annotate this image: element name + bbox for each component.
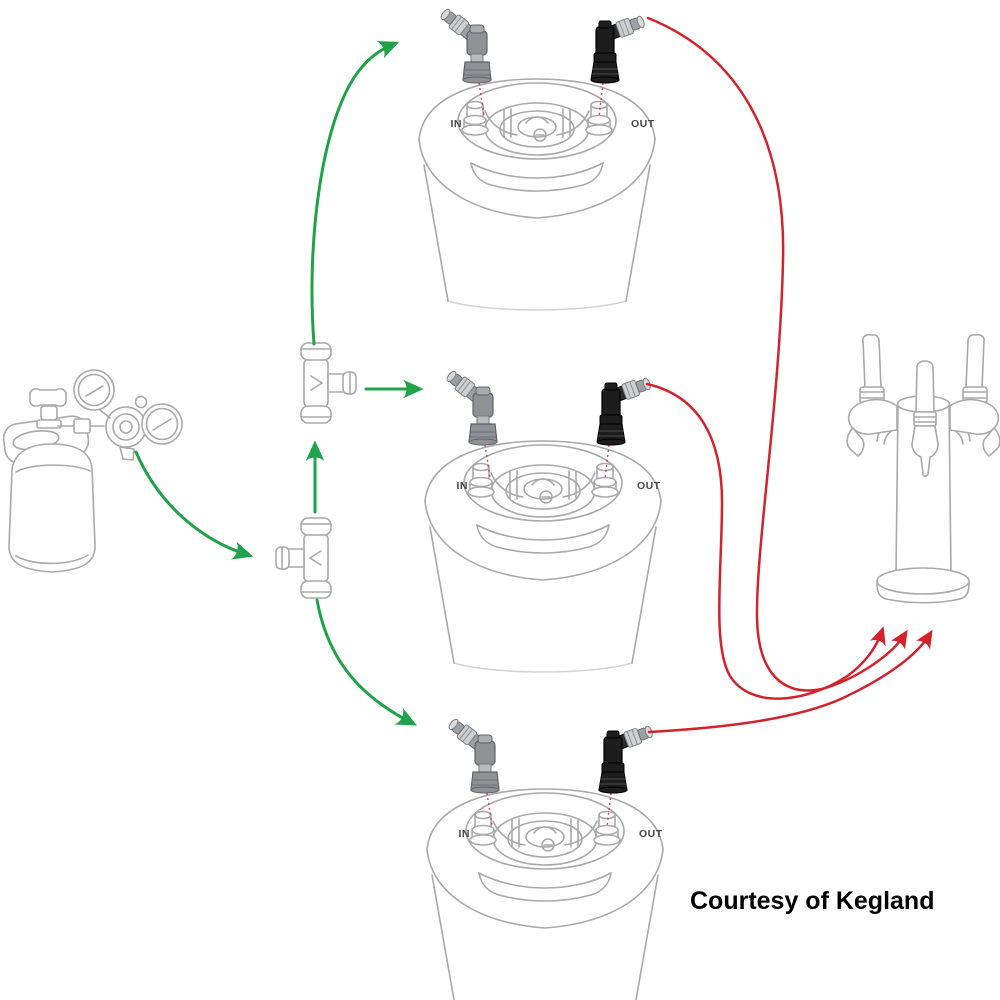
- beer-lines: [645, 16, 933, 734]
- liquid-disconnect: [598, 722, 655, 794]
- keg-top: IN OUT: [418, 5, 656, 311]
- tower-faucet-right: [949, 333, 1000, 457]
- keg-in-label: IN: [457, 480, 469, 492]
- gas-disconnect: [445, 715, 500, 794]
- keg-in-label: IN: [459, 828, 471, 840]
- tower-faucet-left: [846, 333, 898, 457]
- gas-arrow-regulator-to-lower-tee: [134, 450, 254, 560]
- regulator-gauge-low: [141, 403, 183, 445]
- gas-arrow-upper-tee-to-top-keg: [310, 41, 400, 346]
- keg-in-label: IN: [451, 118, 463, 130]
- keg-middle: IN OUT: [424, 367, 662, 673]
- gas-post-connector-line: [486, 792, 493, 826]
- beer-line-bottom-keg-to-tower: [647, 629, 933, 734]
- keg-bottom: IN OUT: [426, 715, 664, 1000]
- keg-out-label: OUT: [639, 828, 663, 840]
- tower-faucet-center: [911, 360, 939, 478]
- beer-tower: [846, 333, 1000, 604]
- gas-arrow-lower-tee-to-bottom-keg: [315, 598, 418, 726]
- regulator-relief-ring: [134, 395, 148, 409]
- tank-valve-handwheel: [29, 388, 67, 407]
- tee-splitter-upper: [300, 342, 357, 424]
- liquid-post-connector-line: [598, 82, 604, 118]
- co2-tank: [2, 415, 96, 573]
- keg-out-label: OUT: [631, 118, 655, 130]
- liquid-disconnect: [590, 12, 647, 84]
- liquid-post-connector-line: [604, 444, 610, 480]
- tee-splitter-lower: [275, 517, 332, 599]
- liquid-disconnect: [596, 374, 653, 446]
- gas-disconnect: [437, 5, 492, 84]
- credit-text: Courtesy of Kegland: [690, 887, 934, 915]
- beer-line-middle-keg-to-tower: [645, 382, 886, 700]
- regulator-body: [105, 406, 147, 448]
- regulator-gauge-high: [73, 369, 115, 419]
- keg-out-label: OUT: [637, 480, 661, 492]
- liquid-post-connector-line: [606, 792, 612, 828]
- gas-post-connector-line: [484, 444, 491, 478]
- gas-lines: [134, 41, 424, 726]
- gas-post-connector-line: [478, 82, 485, 116]
- co2-regulator: [29, 369, 183, 461]
- gas-disconnect: [443, 367, 498, 446]
- tower-base: [876, 567, 970, 604]
- regulator-outlet: [119, 446, 135, 461]
